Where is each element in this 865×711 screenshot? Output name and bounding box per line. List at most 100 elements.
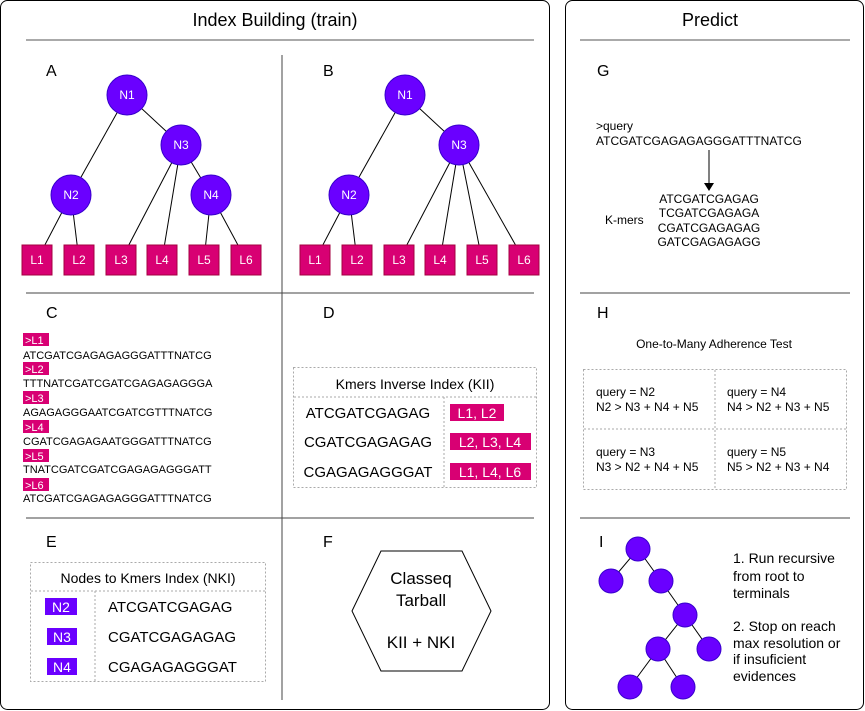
tree-a-leaf-l3 [105, 244, 137, 276]
tree-a-leaf-l4 [146, 244, 178, 276]
tarball-line-3: KII + NKI [387, 633, 456, 652]
recursive-node-7 [617, 674, 643, 700]
seq-tag-l4-label: >L4 [25, 422, 44, 434]
tree-b-leaf-l4-label: L4 [433, 253, 447, 267]
tree-a-leaf-l1 [21, 244, 53, 276]
seq-tag-l4 [23, 420, 49, 433]
seq-l4: CGATCGAGAGAATGGGATTTNATCG [23, 436, 212, 448]
adherence-cell-1-line-1: query = N2 [596, 385, 655, 399]
tree-b-node-n3 [438, 124, 480, 166]
recursive-node-4 [672, 602, 698, 628]
kii-title: Kmers Inverse Index (KII) [336, 376, 495, 392]
panel-label-d: D [323, 305, 335, 322]
kii-leaves-3-bg [450, 463, 531, 480]
panel-label-e: E [46, 534, 57, 551]
seq-tag-l2 [23, 362, 49, 375]
tree-b-leaf-l6 [508, 244, 540, 276]
tree-a-leaf-l3-label: L3 [114, 253, 128, 267]
tree-a-node-n4-label: N4 [203, 188, 219, 202]
predict-title: Predict [682, 10, 738, 30]
tarball-line-1: Classeq [390, 569, 451, 588]
kii-leaves-1: L1, L2 [458, 405, 497, 421]
adherence-cell-2-line-2: N4 > N2 + N3 + N5 [727, 400, 830, 414]
tree-a-node-n4 [190, 174, 232, 216]
panel-label-a: A [46, 63, 57, 80]
adherence-cell-3-line-2: N3 > N2 + N4 + N5 [596, 460, 699, 474]
seq-l6: ATCGATCGAGAGAGGGATTTNATCG [23, 493, 212, 505]
tree-a-node-n3 [160, 124, 202, 166]
nki-node-3: N4 [53, 659, 71, 675]
adherence-cell-1-line-2: N2 > N3 + N4 + N5 [596, 400, 699, 414]
panel-label-c: C [46, 305, 58, 322]
seq-l5: TNATCGATCGATCGAGAGAGGGATT [23, 464, 212, 476]
kmer-3: CGATCGAGAGAG [658, 221, 760, 235]
nki-node-2: N3 [53, 629, 71, 645]
tree-b-leaf-l1-label: L1 [308, 253, 322, 267]
tree-a-leaf-l2 [63, 244, 95, 276]
sequence-list: >L1 ATCGATCGAGAGAGGGATTTNATCG >L2 TTTNAT… [23, 333, 213, 505]
seq-tag-l6-label: >L6 [25, 480, 44, 492]
tree-b-leaf-l3-label: L3 [392, 253, 406, 267]
adherence-cell-4-line-1: query = N5 [727, 445, 786, 459]
step2-line-2: max resolution or [733, 635, 841, 651]
recursive-steps: 1. Run recursive from root to terminals … [733, 550, 841, 684]
recursive-node-8 [670, 674, 696, 700]
tree-b-node-n1 [384, 74, 426, 116]
query-kmers: >query ATCGATCGAGAGAGGGATTTNATCG K-mers … [596, 119, 802, 249]
adherence-title: One-to-Many Adherence Test [636, 337, 793, 351]
seq-l2: TTTNATCGATCGATCGAGAGAGGGA [23, 378, 213, 390]
tree-b-node-n2 [328, 174, 370, 216]
adherence-cell-3-line-1: query = N3 [596, 445, 655, 459]
kii-leaves-2: L2, L3, L4 [459, 434, 521, 450]
kii-kmer-1: ATCGATCGAGAG [306, 405, 430, 422]
query-arrow-head [704, 183, 714, 191]
adherence-test: One-to-Many Adherence Test query = N2 N2… [583, 337, 847, 490]
seq-tag-l1 [23, 333, 49, 346]
panel-label-h: H [597, 305, 609, 322]
tree-b-node-n3-label: N3 [451, 138, 467, 152]
nki-title: Nodes to Kmers Index (NKI) [60, 570, 235, 586]
tree-a-node-n2 [50, 174, 92, 216]
step2-line-1: 2. Stop on reach [733, 618, 836, 634]
tree-b-leaves: L1 L2 L3 L4 L5 L6 [299, 244, 540, 276]
tree-b-leaf-l6-label: L6 [517, 253, 531, 267]
tarball-line-2: Tarball [396, 591, 446, 610]
nki-node-2-bg [47, 628, 77, 645]
tree-a-leaf-l2-label: L2 [72, 253, 86, 267]
tree-b-node-n1-label: N1 [397, 88, 413, 102]
seq-tag-l3 [23, 391, 49, 404]
seq-tag-l3-label: >L3 [25, 393, 44, 405]
step1-line-2: from root to [733, 568, 805, 584]
tree-a-leaf-l4-label: L4 [155, 253, 169, 267]
seq-l3: AGAGAGGGAATCGATCGTTTNATCG [23, 407, 212, 419]
tree-b-leaf-l4 [424, 244, 456, 276]
nki-node-3-bg [47, 658, 77, 675]
seq-tag-l2-label: >L2 [25, 364, 44, 376]
recursive-node-6 [696, 636, 722, 662]
nki-table: Nodes to Kmers Index (NKI) N2 ATCGATCGAG… [30, 562, 266, 682]
step1-line-3: terminals [733, 585, 790, 601]
tree-b-node-n2-label: N2 [341, 188, 357, 202]
adherence-cell-4-line-2: N5 > N2 + N3 + N4 [727, 460, 830, 474]
tree-a-node-n3-label: N3 [173, 138, 189, 152]
index-building-title: Index Building (train) [192, 10, 357, 30]
nki-node-1: N2 [52, 599, 70, 615]
kmer-4: GATCGAGAGAGG [657, 235, 760, 249]
seq-tag-l6 [23, 478, 49, 491]
tree-a-node-n1-label: N1 [119, 88, 135, 102]
tree-b-leaf-l1 [299, 244, 331, 276]
panel-label-g: G [597, 63, 609, 80]
recursive-node-1 [625, 536, 651, 562]
seq-tag-l5-label: >L5 [25, 451, 44, 463]
tree-b-leaf-l2 [341, 244, 373, 276]
recursive-node-3 [648, 568, 674, 594]
seq-l1: ATCGATCGAGAGAGGGATTTNATCG [23, 350, 212, 362]
query-header: >query [596, 119, 633, 133]
tree-a-leaf-l5-label: L5 [197, 253, 211, 267]
tree-a-leaf-l1-label: L1 [30, 253, 44, 267]
panel-label-f: F [323, 534, 333, 551]
seq-tag-l1-label: >L1 [25, 335, 44, 347]
tree-a-leaf-l6 [230, 244, 262, 276]
